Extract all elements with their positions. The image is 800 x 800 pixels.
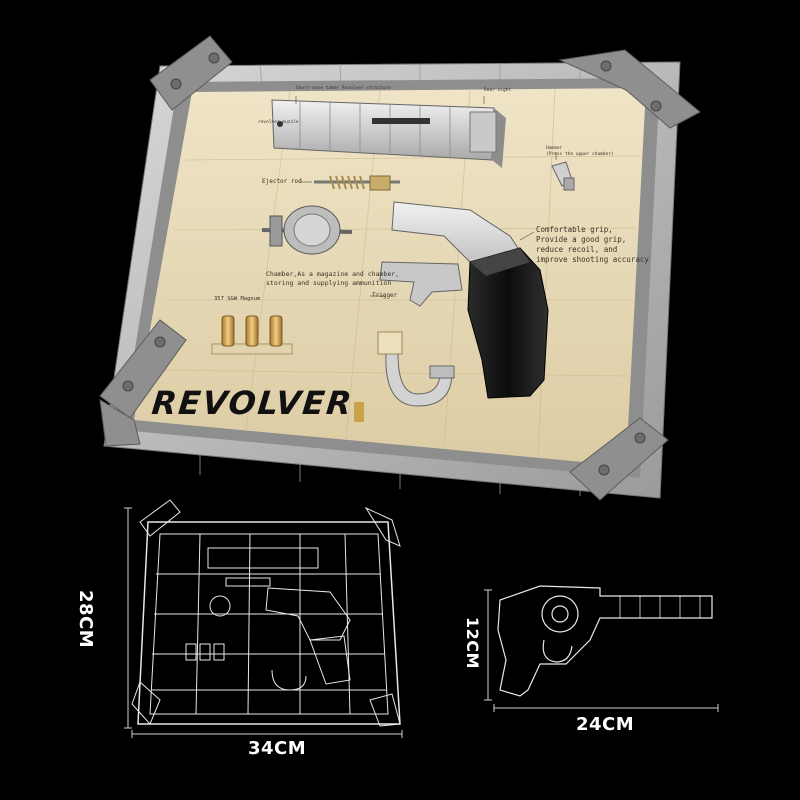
gun-height-label: 12CM: [463, 617, 482, 669]
grip-description: Comfortable grip, Provide a good grip, r…: [536, 225, 649, 264]
grip-part: [467, 247, 549, 399]
ejector-rod-label: Ejector rod: [262, 178, 302, 185]
hammer-note-label: (Press the upper chamber): [546, 152, 614, 157]
bullets-part: [211, 315, 293, 355]
muzzle-label: revolver muzzle: [258, 120, 299, 125]
gun-width-label: 24CM: [576, 714, 635, 735]
gun-frame-part: [379, 201, 549, 399]
frame-width-label: 34CM: [248, 738, 307, 759]
hammer-title-label: Hammer: [546, 146, 563, 151]
trigger-guard-part: [377, 331, 455, 407]
barrel-assembly: [271, 99, 506, 168]
trigger-label: Trigger: [372, 292, 398, 299]
barrel-top-label: Short-nose tamer Revolver structure: [296, 86, 391, 91]
hammer-part: [551, 161, 575, 191]
cylinder-part: [261, 205, 353, 255]
rear-sight-label: Rear sight: [484, 88, 512, 93]
chamber-description: Chamber,As a magazine and chamber, stori…: [266, 270, 400, 287]
ammo-label: 357 S&W Magnum: [214, 296, 261, 302]
ejector-rod-part: [314, 175, 400, 191]
logo-accent: [354, 402, 364, 422]
